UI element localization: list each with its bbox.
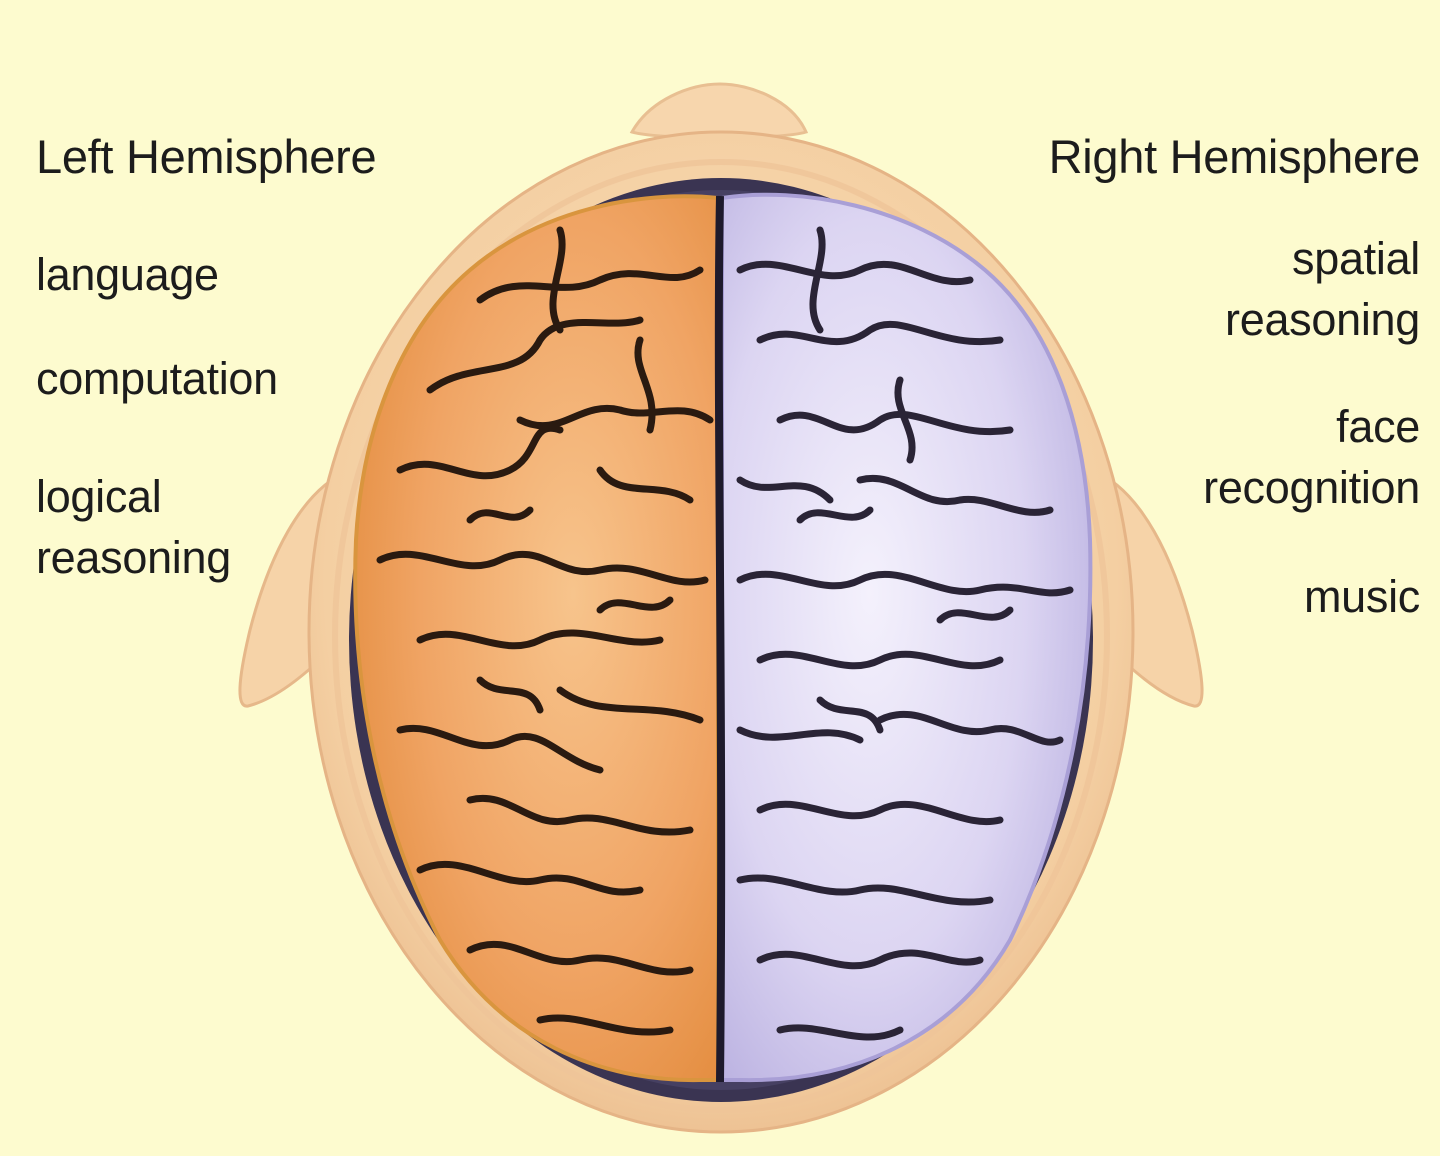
right-hemisphere-title: Right Hemisphere xyxy=(1048,130,1421,183)
right-hemisphere-shape xyxy=(720,192,1093,1083)
function-computation: computation xyxy=(36,353,278,404)
function-language: language xyxy=(36,249,219,300)
left-hemisphere-title: Left Hemisphere xyxy=(36,130,377,183)
function-logical-reasoning: logical reasoning xyxy=(36,471,231,583)
left-hemisphere-shape xyxy=(353,194,720,1083)
function-music: music xyxy=(1303,571,1420,622)
function-spatial-reasoning: spatial reasoning xyxy=(1225,233,1420,345)
nose-shape xyxy=(629,82,809,140)
longitudinal-fissure xyxy=(714,195,726,1083)
function-face-recognition: face recognition xyxy=(1203,401,1420,513)
